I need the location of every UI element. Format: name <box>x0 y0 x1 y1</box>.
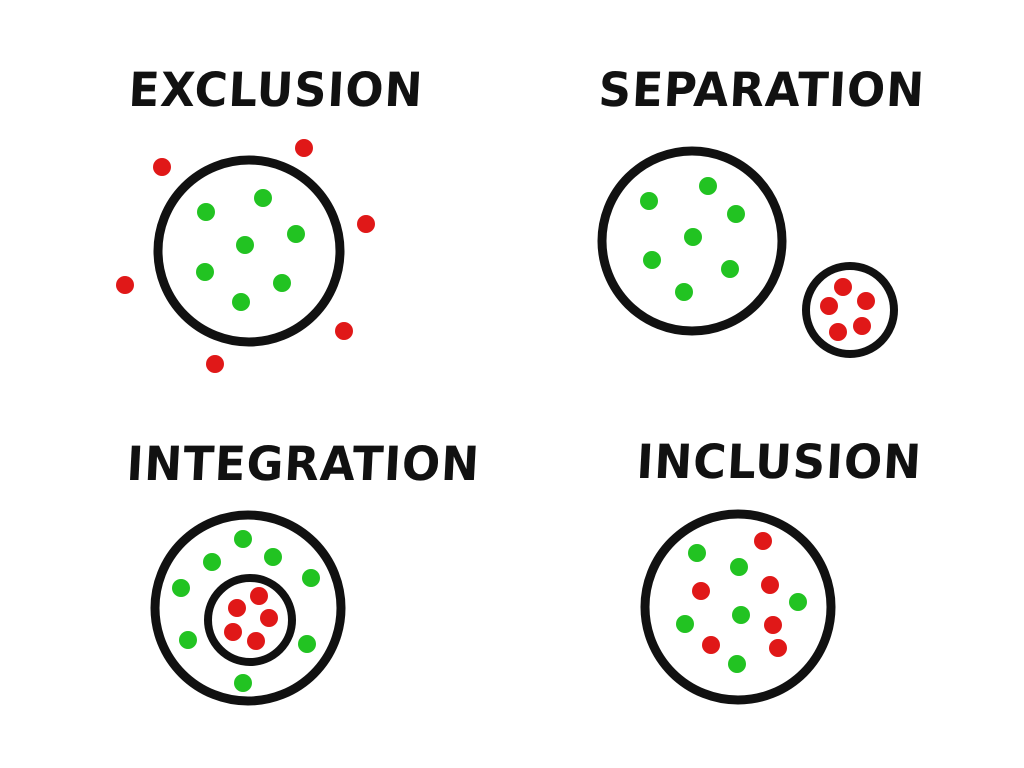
red-dot <box>764 616 782 634</box>
red-dot <box>206 355 224 373</box>
green-dot <box>197 203 215 221</box>
exclusion-circle <box>153 155 345 347</box>
green-dot <box>298 635 316 653</box>
green-dot <box>236 236 254 254</box>
red-dot <box>250 587 268 605</box>
exclusion-red-dots <box>116 139 375 373</box>
green-dot <box>676 615 694 633</box>
green-dot <box>254 189 272 207</box>
green-dot <box>730 558 748 576</box>
green-dot <box>234 530 252 548</box>
green-dot <box>789 593 807 611</box>
red-dot <box>834 278 852 296</box>
green-dot <box>179 631 197 649</box>
red-dot <box>692 582 710 600</box>
red-dot <box>820 297 838 315</box>
green-dot <box>273 274 291 292</box>
green-dot <box>675 283 693 301</box>
separation-main-circle <box>597 146 787 336</box>
red-dot <box>754 532 772 550</box>
red-dot <box>260 609 278 627</box>
red-dot <box>224 623 242 641</box>
green-dot <box>732 606 750 624</box>
separation-small-circle <box>802 262 898 358</box>
green-dot <box>203 553 221 571</box>
integration-inner-circle <box>204 574 296 666</box>
red-dot <box>761 576 779 594</box>
inclusion-panel <box>640 509 836 705</box>
green-dot <box>232 293 250 311</box>
green-dot <box>643 251 661 269</box>
red-dot <box>829 323 847 341</box>
red-dot <box>228 599 246 617</box>
red-dot <box>769 639 787 657</box>
green-dot <box>302 569 320 587</box>
green-dot <box>196 263 214 281</box>
green-dot <box>640 192 658 210</box>
separation-panel <box>597 146 898 358</box>
exclusion-panel <box>116 139 375 373</box>
green-dot <box>172 579 190 597</box>
green-dot <box>728 655 746 673</box>
green-dot <box>727 205 745 223</box>
integration-green-dots <box>172 530 320 692</box>
red-dot <box>116 276 134 294</box>
red-dot <box>335 322 353 340</box>
green-dot <box>684 228 702 246</box>
red-dot <box>247 632 265 650</box>
separation-red-dots <box>820 278 875 341</box>
green-dot <box>264 548 282 566</box>
separation-green-dots <box>640 177 745 301</box>
green-dot <box>699 177 717 195</box>
integration-red-dots <box>224 587 278 650</box>
integration-outer-circle <box>150 510 346 706</box>
inclusion-red-dots <box>692 532 787 657</box>
red-dot <box>295 139 313 157</box>
inclusion-circle <box>640 509 836 705</box>
inclusion-green-dots <box>676 544 807 673</box>
red-dot <box>853 317 871 335</box>
red-dot <box>702 636 720 654</box>
integration-panel <box>150 510 346 706</box>
exclusion-green-dots <box>196 189 305 311</box>
red-dot <box>357 215 375 233</box>
green-dot <box>287 225 305 243</box>
red-dot <box>153 158 171 176</box>
green-dot <box>688 544 706 562</box>
red-dot <box>857 292 875 310</box>
green-dot <box>721 260 739 278</box>
green-dot <box>234 674 252 692</box>
